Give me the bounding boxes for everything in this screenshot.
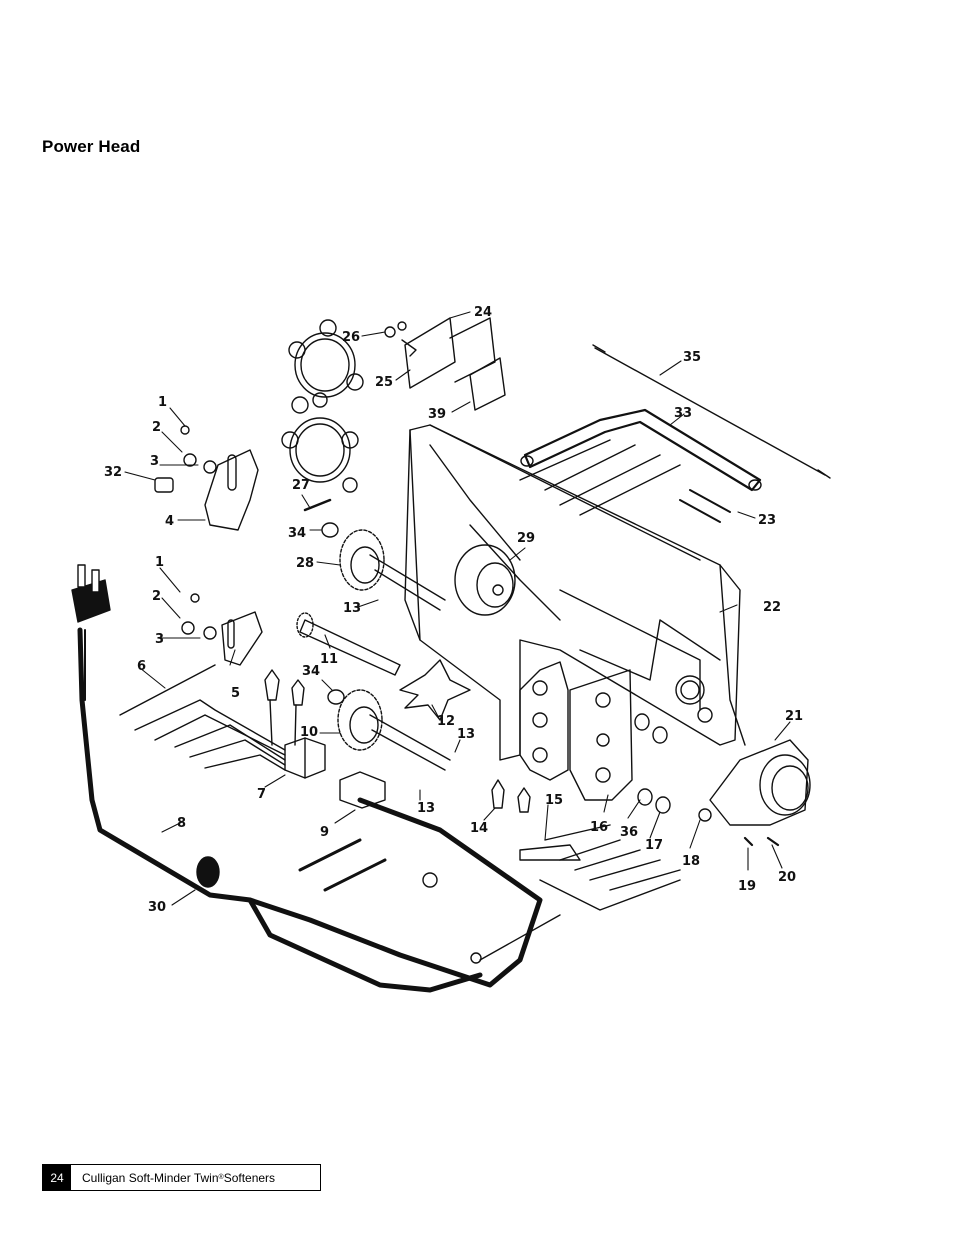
section-title: Power Head	[42, 137, 141, 156]
rod-part-35	[592, 344, 831, 479]
callout-35: 35	[683, 350, 701, 365]
callout-24: 24	[474, 305, 492, 320]
callout-labels: 1 2 3 32 4 26 24 25 39 27 34 35 33 23 29…	[104, 305, 803, 915]
callout-30: 30	[148, 900, 166, 915]
callout-20: 20	[778, 870, 796, 885]
callout-8: 8	[177, 816, 186, 831]
callout-34: 34	[302, 664, 320, 679]
callout-23: 23	[758, 513, 776, 528]
bracket-part-5	[221, 611, 263, 666]
wire-harness-part-6	[119, 664, 297, 771]
callout-32: 32	[104, 465, 122, 480]
callout-17: 17	[645, 838, 663, 853]
callout-3: 3	[155, 632, 164, 647]
callout-22: 22	[763, 600, 781, 615]
callout-25: 25	[375, 375, 393, 390]
callout-29: 29	[517, 531, 535, 546]
callout-39: 39	[428, 407, 446, 422]
screws-part-23	[679, 489, 731, 523]
star-wheel-part-12	[399, 659, 471, 721]
callout-18: 18	[682, 854, 700, 869]
page-number: 24	[43, 1165, 71, 1190]
document-title-suffix: Softeners	[223, 1170, 276, 1185]
power-plug	[71, 564, 111, 623]
callout-6: 6	[137, 659, 146, 674]
timer-motor-part-21	[709, 739, 811, 826]
chassis-frame	[404, 424, 746, 761]
connector-part-9	[339, 771, 386, 809]
gear-part-10	[337, 689, 451, 771]
callout-1: 1	[158, 395, 167, 410]
strain-relief-part-30	[196, 856, 220, 888]
callout-2: 2	[152, 589, 161, 604]
bracket-part-4	[204, 449, 259, 531]
gear-part-28	[339, 529, 446, 611]
callout-27: 27	[292, 478, 310, 493]
document-title-main: Culligan Soft-Minder Twin	[82, 1170, 219, 1185]
callout-14: 14	[470, 821, 488, 836]
motor-part-29	[454, 544, 516, 616]
callout-15: 15	[545, 793, 563, 808]
callout-34: 34	[288, 526, 306, 541]
callout-1: 1	[155, 555, 164, 570]
callout-13: 13	[343, 601, 361, 616]
callout-36: 36	[620, 825, 638, 840]
document-title: Culligan Soft-Minder Twin® Softeners	[82, 1170, 276, 1185]
gasket-upper	[288, 319, 364, 408]
callout-2: 2	[152, 420, 161, 435]
connector-part-7	[284, 737, 326, 779]
switches-24-25-39	[384, 317, 506, 411]
callout-33: 33	[674, 406, 692, 421]
callout-10: 10	[300, 725, 318, 740]
callout-16: 16	[590, 820, 608, 835]
callout-3: 3	[150, 454, 159, 469]
callout-4: 4	[165, 514, 174, 529]
callout-9: 9	[320, 825, 329, 840]
callout-11: 11	[320, 652, 338, 667]
callout-26: 26	[342, 330, 360, 345]
callout-28: 28	[296, 556, 314, 571]
callout-5: 5	[231, 686, 240, 701]
pinion-part-11	[296, 612, 401, 676]
callout-7: 7	[257, 787, 266, 802]
tube-part-33	[519, 408, 762, 516]
gasket-lower	[281, 396, 359, 493]
timer-plate-part-16	[519, 661, 633, 801]
callout-13: 13	[457, 727, 475, 742]
page-footer: 24 Culligan Soft-Minder Twin® Softeners	[42, 1164, 321, 1191]
power-cord-part-8	[77, 627, 543, 993]
callout-12: 12	[437, 714, 455, 729]
callout-13: 13	[417, 801, 435, 816]
callout-21: 21	[785, 709, 803, 724]
callout-19: 19	[738, 879, 756, 894]
